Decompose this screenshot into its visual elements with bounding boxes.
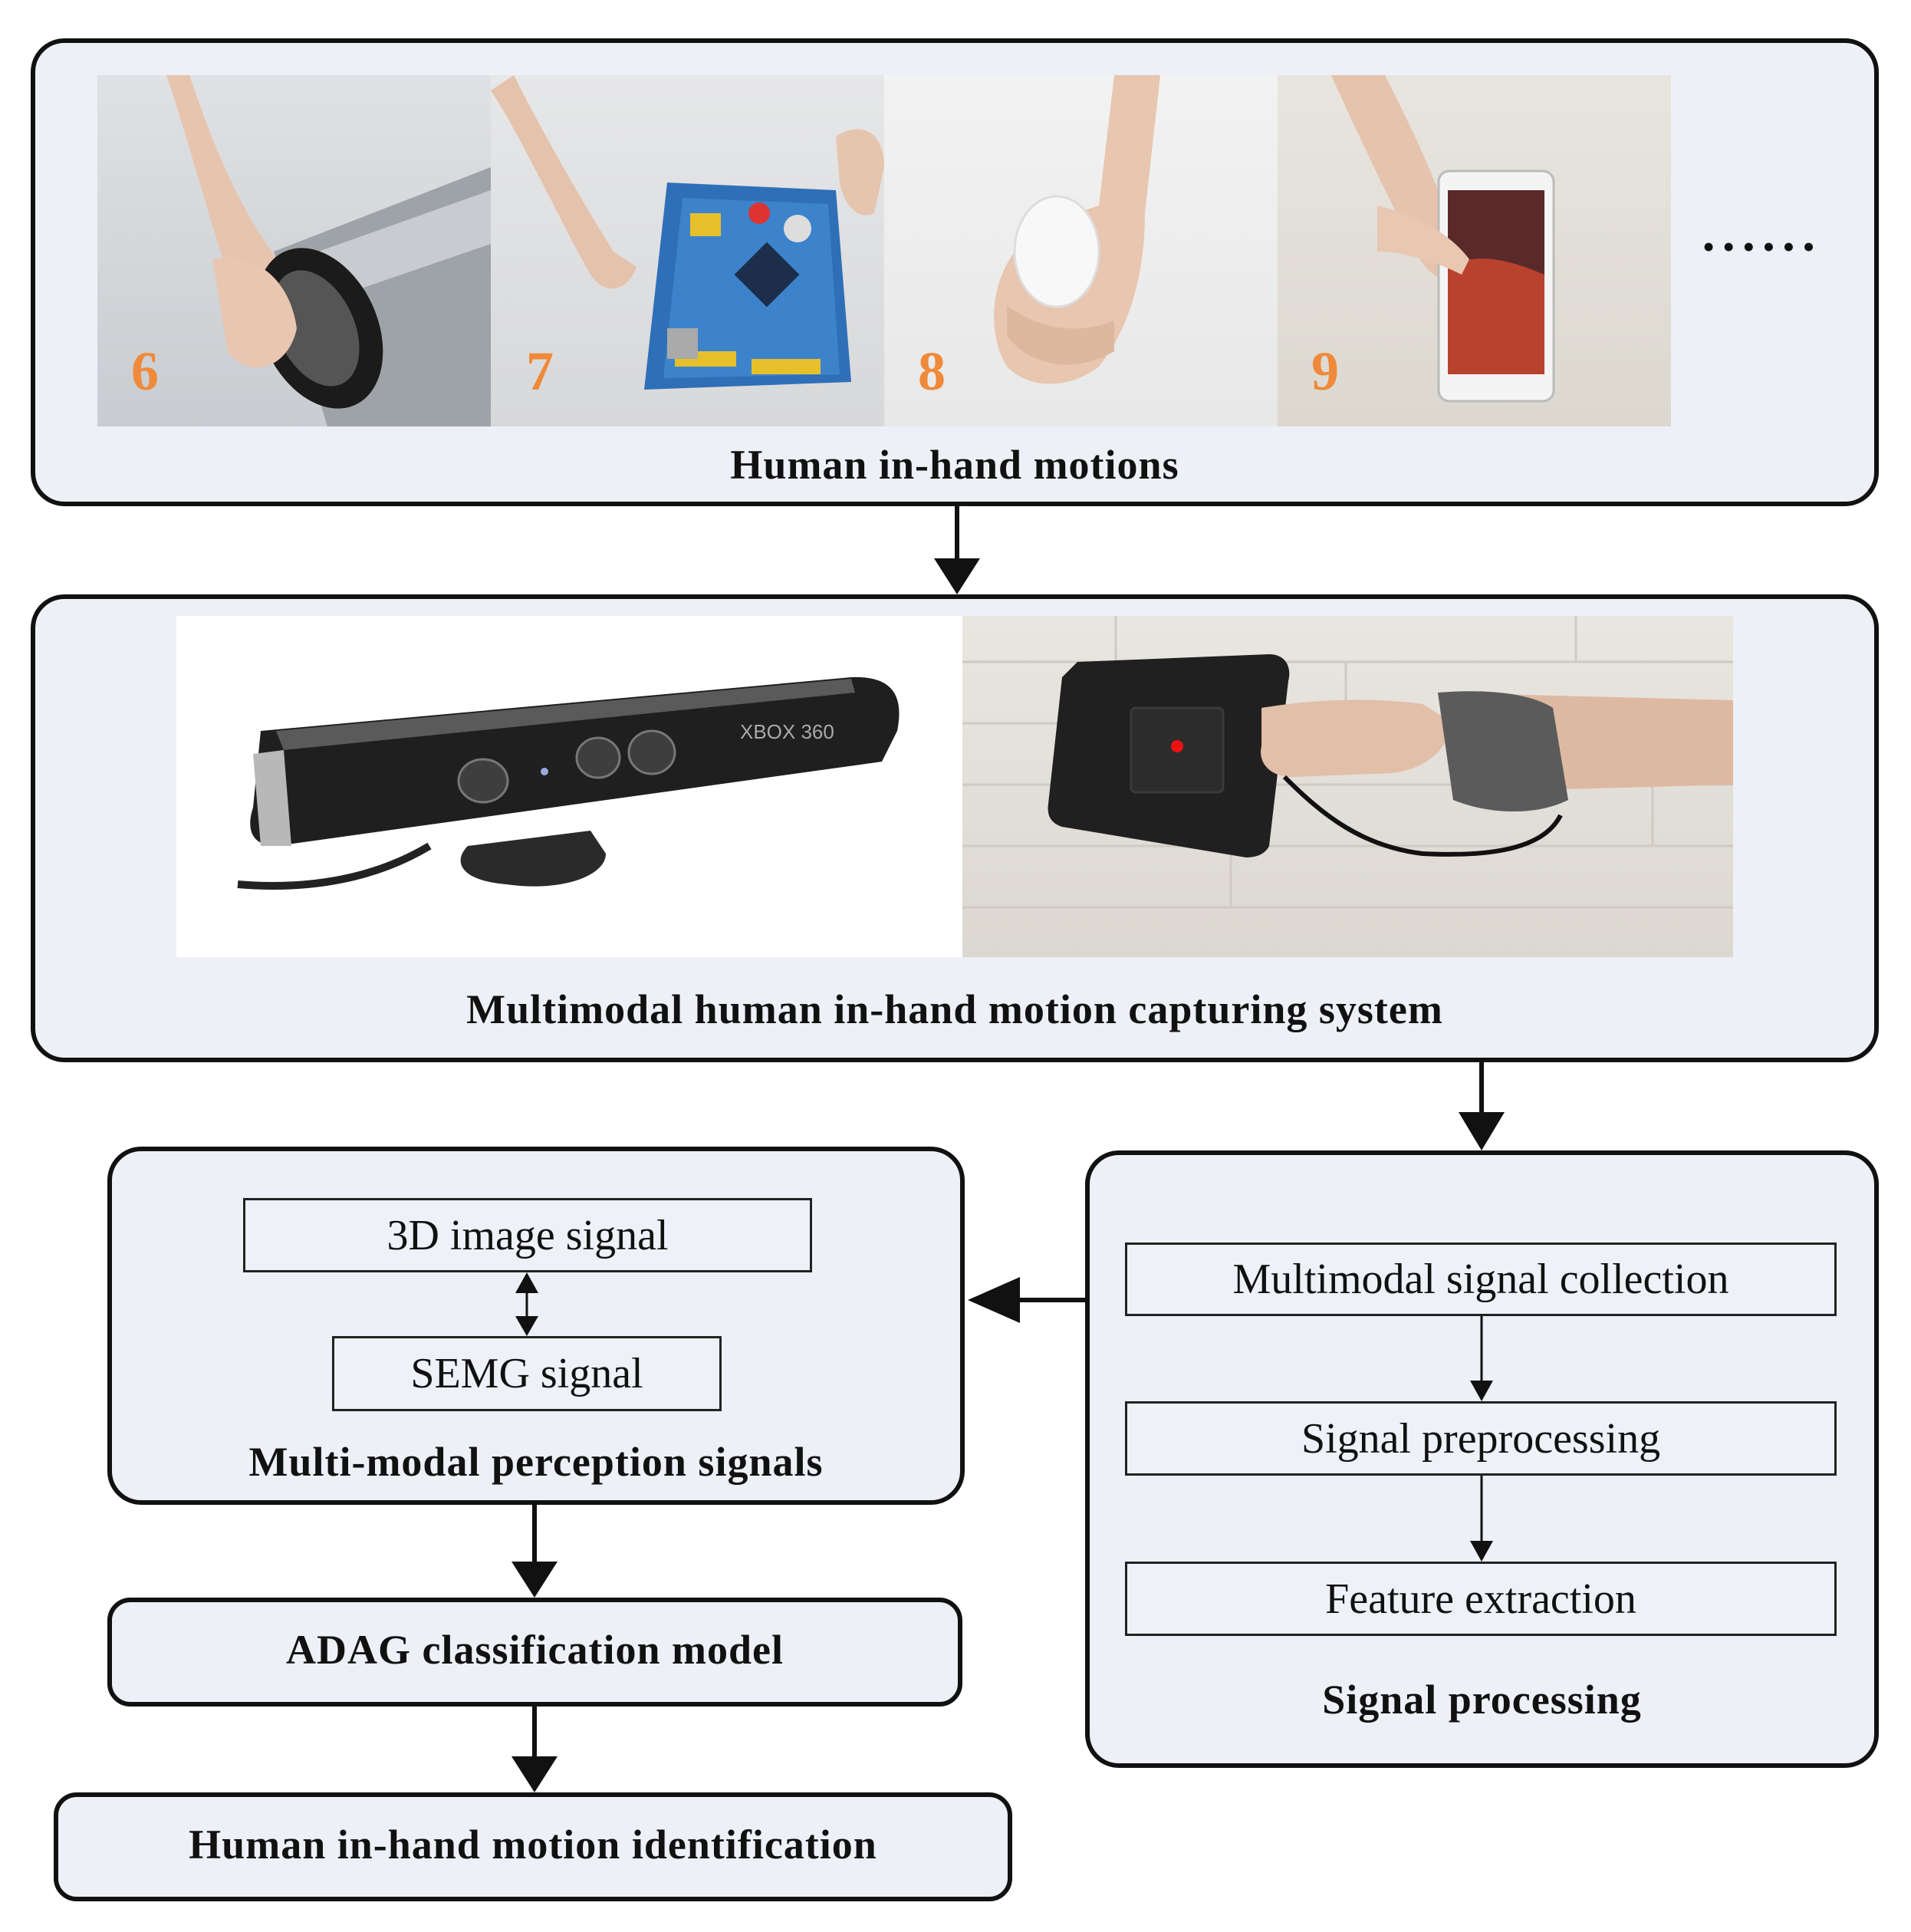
motion-number: 7 bbox=[526, 341, 554, 402]
semg-armband-photo bbox=[962, 616, 1733, 957]
bottle-hand-illustration bbox=[166, 75, 491, 426]
adag-classification-model-box bbox=[107, 1598, 962, 1707]
arrow-capture-to-processing bbox=[1459, 1062, 1505, 1150]
signal-processing-title: Signal processing bbox=[1322, 1677, 1642, 1723]
motion-identification-box bbox=[54, 1792, 1012, 1901]
double-arrow-3d-semg bbox=[515, 1272, 538, 1336]
semg-device-illustration bbox=[962, 616, 1733, 909]
capturing-system-title: Multimodal human in-hand motion capturin… bbox=[466, 986, 1443, 1032]
motion-number: 9 bbox=[1311, 341, 1339, 402]
arrow-perception-to-classification bbox=[511, 1505, 558, 1598]
feature-extraction-box: Feature extraction bbox=[1125, 1562, 1837, 1636]
arrow-classification-to-identification bbox=[511, 1707, 558, 1792]
human-in-hand-motions-title: Human in-hand motions bbox=[730, 442, 1179, 488]
kinect-sensor-photo: XBOX 360 bbox=[176, 616, 962, 957]
3d-image-signal-box: 3D image signal bbox=[243, 1198, 812, 1272]
xbox-logo-text: XBOX 360 bbox=[740, 720, 834, 743]
motion-number: 6 bbox=[131, 341, 159, 402]
semg-signal-box: SEMG signal bbox=[332, 1336, 722, 1411]
motion-photo-7: 7 bbox=[491, 75, 884, 426]
adag-classification-model-label: ADAG classification model bbox=[286, 1627, 784, 1673]
motion-number: 8 bbox=[918, 341, 946, 402]
motion-photo-6: 6 bbox=[97, 75, 491, 426]
kinect-sensor-illustration: XBOX 360 bbox=[237, 676, 900, 890]
more-motions-ellipsis: •••••• bbox=[1702, 227, 1823, 266]
arrow-preprocessing-to-feature bbox=[1470, 1476, 1493, 1562]
arrow-motions-to-capture bbox=[934, 506, 980, 594]
multimodal-signal-collection-box: Multimodal signal collection bbox=[1125, 1242, 1837, 1316]
motion-photo-9: 9 bbox=[1278, 75, 1671, 426]
arrow-collection-to-preprocessing bbox=[1470, 1316, 1493, 1401]
smartphone-hand-illustration bbox=[1331, 75, 1555, 403]
egg-hand-illustration bbox=[994, 75, 1160, 384]
signal-preprocessing-box: Signal preprocessing bbox=[1125, 1401, 1837, 1476]
motion-photo-8: 8 bbox=[884, 75, 1278, 426]
motion-identification-label: Human in-hand motion identification bbox=[189, 1822, 877, 1868]
arrow-processing-to-perception bbox=[968, 1277, 1085, 1323]
perception-signals-title: Multi-modal perception signals bbox=[248, 1439, 824, 1485]
circuit-board-illustration bbox=[491, 75, 884, 390]
